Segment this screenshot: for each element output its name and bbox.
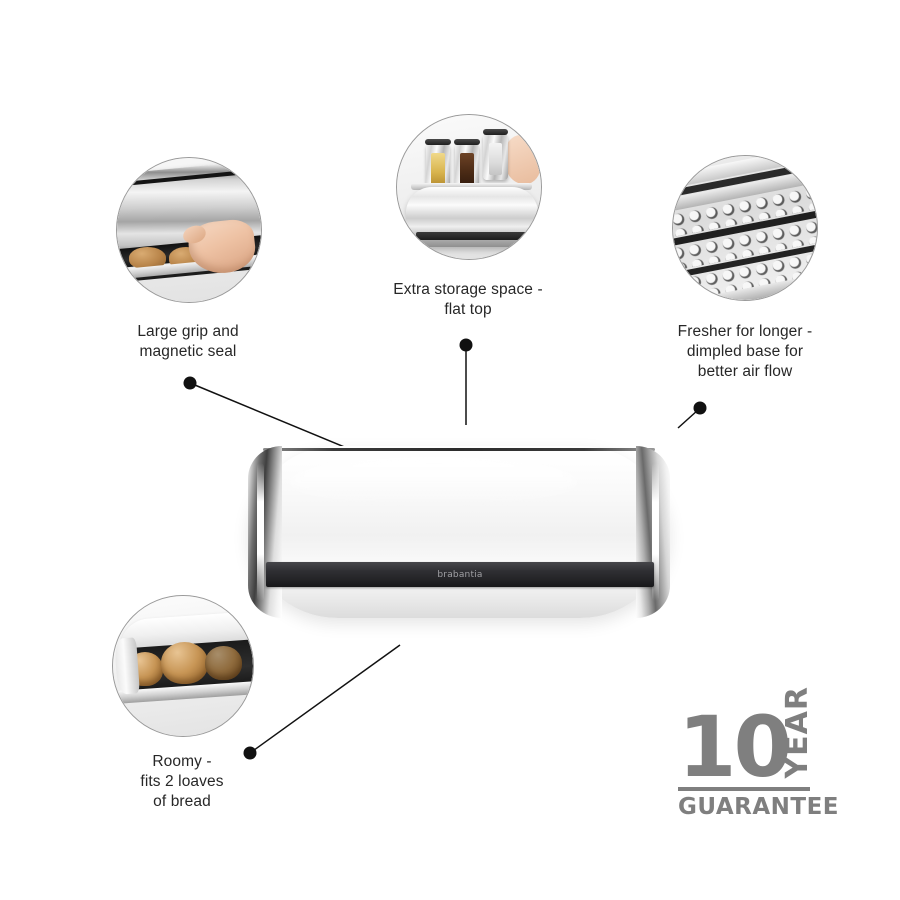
product-brand-logo: brabantia <box>437 569 483 580</box>
caption-large-grip: Large grip and magnetic seal <box>137 323 239 360</box>
caption-roomy: Roomy - fits 2 loaves of bread <box>140 753 224 810</box>
photo-large-grip <box>117 158 261 302</box>
guarantee-top-row: 10 YEAR <box>678 686 815 796</box>
guarantee-badge: 10 YEAR GUARANTEE <box>678 686 840 820</box>
thumbnail-roomy <box>112 595 254 737</box>
photo-dimpled-base <box>673 156 817 300</box>
product-image-bread-bin: brabantia <box>248 446 670 618</box>
product-left-rim <box>248 446 282 618</box>
product-right-rim <box>636 446 670 618</box>
caption-fresher-longer: Fresher for longer - dimpled base for be… <box>677 323 813 380</box>
thumbnail-fresher-longer <box>672 155 818 301</box>
guarantee-divider <box>678 786 810 791</box>
product-front-band: brabantia <box>266 562 654 587</box>
product-top-edge <box>262 448 656 451</box>
thumbnail-extra-storage <box>396 114 542 260</box>
guarantee-period: YEAR <box>779 686 815 779</box>
guarantee-word: GUARANTEE <box>678 793 840 820</box>
caption-extra-storage: Extra storage space - flat top <box>393 281 543 318</box>
photo-two-loaves <box>113 596 253 736</box>
product-highlight <box>290 456 578 508</box>
thumbnail-large-grip <box>116 157 262 303</box>
photo-extra-storage <box>397 115 541 259</box>
guarantee-number: 10 <box>678 698 792 796</box>
